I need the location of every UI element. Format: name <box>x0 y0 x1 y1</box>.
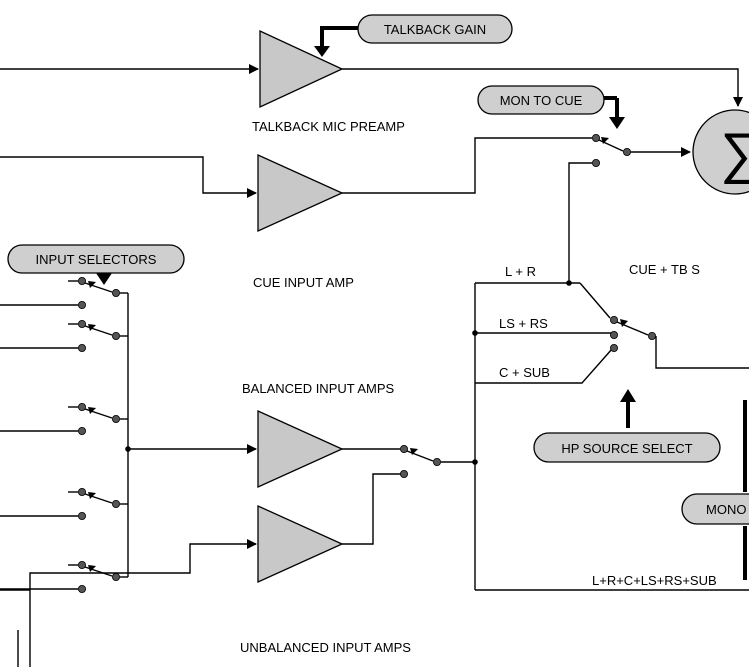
input-selectors-arrow-head <box>96 273 112 285</box>
c-sub-bus <box>475 348 613 384</box>
balanced-input-amps-label: BALANCED INPUT AMPS <box>242 381 395 396</box>
mon-to-cue-control[interactable] <box>477 85 605 115</box>
sum-symbol: ∑ <box>720 121 749 184</box>
unbalanced-amp-output-wire <box>342 473 401 545</box>
balanced-input-amp-triangle <box>257 409 344 489</box>
talkback-mic-preamp-triangle <box>259 29 344 109</box>
input-selector-switches[interactable] <box>0 276 131 594</box>
balanced-unbalanced-switch[interactable] <box>399 444 475 478</box>
cue-input-amp-triangle <box>257 153 344 233</box>
hp-source-select-control[interactable] <box>533 432 721 463</box>
talkback-gain-label: TALKBACK GAIN <box>384 22 486 37</box>
hp-source-select-arrow-head <box>620 389 636 402</box>
l-r-label: L + R <box>505 264 536 279</box>
mon-to-cue-switch[interactable] <box>568 133 691 283</box>
input-selectors-label: INPUT SELECTORS <box>36 252 157 267</box>
cue-input-amp-label: CUE INPUT AMP <box>253 275 354 290</box>
cue-input-wire <box>0 156 257 198</box>
ls-rs-label: LS + RS <box>499 316 548 331</box>
unbalanced-input-wire-a <box>0 589 31 667</box>
unbalanced-amp-input-wire <box>29 539 257 590</box>
cue-amp-output-wire <box>342 137 592 194</box>
unbalanced-input-amp-triangle <box>257 504 344 584</box>
all-channel-mix-label: L+R+C+LS+RS+SUB <box>592 573 717 588</box>
hp-source-selector-switch[interactable] <box>610 315 749 369</box>
cue-input-path <box>0 137 592 233</box>
hp-source-select-label: HP SOURCE SELECT <box>561 441 692 456</box>
mon-to-cue-label: MON TO CUE <box>500 93 583 108</box>
cue-tb-sum-label: CUE + TB S <box>629 262 700 277</box>
hp-output-wire <box>655 336 749 369</box>
mon-to-cue-return-wire <box>568 162 592 283</box>
talkback-gain-arrow-shaft <box>320 26 358 51</box>
c-sub-label: C + SUB <box>499 365 550 380</box>
mono-label: MONO <box>706 502 746 517</box>
talkback-gain-arrow-head <box>314 46 330 57</box>
mon-to-cue-arrow-head <box>609 117 625 129</box>
input-selectors-control[interactable] <box>7 244 185 274</box>
talkback-mic-preamp-label: TALKBACK MIC PREAMP <box>252 119 405 134</box>
unbalanced-input-amps-label: UNBALANCED INPUT AMPS <box>240 640 411 655</box>
cue-tb-summing-junction <box>692 109 749 195</box>
talkback-path <box>0 29 743 109</box>
hp-source-matrix <box>472 280 749 591</box>
talkback-gain-control[interactable] <box>357 14 513 44</box>
talkback-output-wire <box>342 68 743 107</box>
mono-control[interactable] <box>681 493 749 525</box>
